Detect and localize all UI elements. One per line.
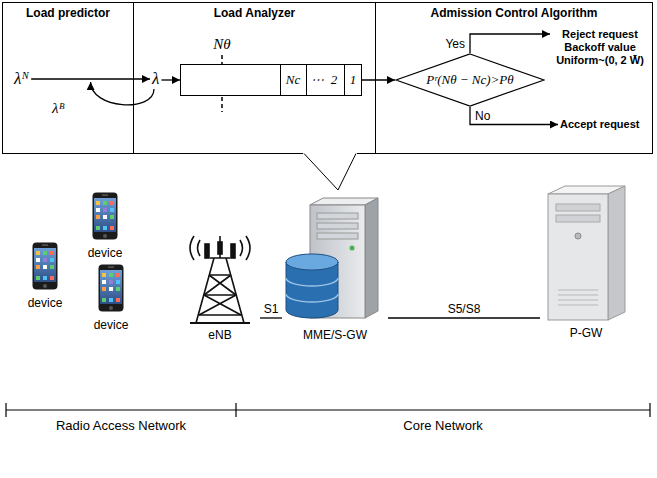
node-label: device xyxy=(88,246,123,260)
queue-cell-label: 2 xyxy=(331,72,338,88)
connector xyxy=(388,317,540,318)
node-label: Accept request xyxy=(560,118,639,131)
server-node: P-GW xyxy=(540,184,632,340)
device-node: device xyxy=(24,240,66,310)
tower-icon xyxy=(190,236,250,323)
connector xyxy=(470,34,550,53)
server-node: MME/S-GW xyxy=(282,195,388,342)
phone-icon xyxy=(33,243,58,290)
queue-cell-label: Nc xyxy=(286,72,300,88)
edge-label: Yes xyxy=(443,37,467,51)
request-queue: Nc ⋯ 21 xyxy=(180,64,362,96)
node-label: Load predictor xyxy=(3,3,133,20)
node-label: Admission Control Algorithm xyxy=(376,3,652,20)
gateway-icon xyxy=(548,186,625,320)
connector xyxy=(260,317,282,318)
domain-label: Radio Access Network xyxy=(56,418,186,433)
rate-symbol: λ xyxy=(150,67,161,91)
queue-divider xyxy=(280,65,281,95)
module-column: Load predictor λᴺ xyxy=(2,2,134,154)
feedback-label: λᴮ xyxy=(52,100,65,117)
module-column: Load Analyzer λ Nc ⋯ 21 xyxy=(133,2,376,154)
action-text: Reject request Backoff value Uniform~(0,… xyxy=(550,26,650,69)
edge-label: S1 xyxy=(262,302,281,316)
network-bracket xyxy=(6,403,650,417)
node-label: Pʳ(Nθ − Nc)>Pθ xyxy=(426,72,513,88)
base-station-node: eNB xyxy=(180,232,260,342)
device-icons xyxy=(33,193,124,312)
edge-label: No xyxy=(473,109,492,123)
domain-label: Core Network xyxy=(403,418,482,433)
edge-label: S5/S8 xyxy=(446,302,483,316)
rate-symbol: λᴺ xyxy=(12,67,31,91)
decision-diamond: Pʳ(Nθ − Nc)>Pθ xyxy=(395,53,545,107)
server-icon xyxy=(286,198,378,318)
phone-icon xyxy=(93,193,118,240)
phone-icon xyxy=(99,265,124,312)
node-label: λ xyxy=(152,69,159,89)
connector xyxy=(161,79,180,80)
node-label: P-GW xyxy=(570,326,603,340)
device-node: device xyxy=(84,190,126,260)
connector xyxy=(362,79,395,80)
node-label: device xyxy=(94,318,129,332)
connector xyxy=(470,107,558,125)
feedback-loop xyxy=(91,82,154,105)
node-label: eNB xyxy=(208,328,231,342)
node-label: MME/S-GW xyxy=(303,328,367,342)
module-column: Admission Control AlgorithmPʳ(Nθ − Nc)>P… xyxy=(375,2,653,154)
node-label: Reject request Backoff value Uniform~(0,… xyxy=(552,28,648,67)
action-text: Accept request xyxy=(558,116,641,133)
node-label: device xyxy=(28,296,63,310)
queue-cell-label: ⋯ xyxy=(311,72,324,88)
queue-cell-label: 1 xyxy=(350,72,357,88)
device-node: device xyxy=(90,262,132,332)
queue-divider xyxy=(344,65,345,95)
node-label: Load Analyzer xyxy=(134,3,375,20)
node-label: λᴺ xyxy=(14,69,29,89)
queue-divider xyxy=(306,65,307,95)
threshold-label: Nθ xyxy=(213,36,230,53)
